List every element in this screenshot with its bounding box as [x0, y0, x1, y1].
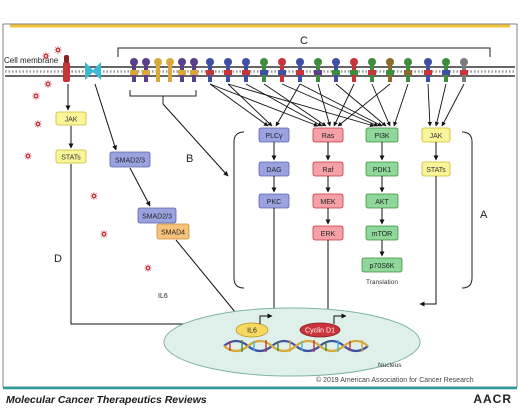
- receptor-purple-1: [130, 58, 138, 82]
- smad23-bottom-node: [137, 207, 177, 224]
- receptor-blue-5: [332, 58, 340, 82]
- stats-right-label: STATs: [426, 167, 446, 174]
- raf-label: Raf: [323, 167, 334, 174]
- dag-label: DAG: [266, 167, 281, 174]
- membrane-label: Cell membrane: [4, 56, 59, 65]
- receptor-green-1: [260, 58, 268, 82]
- smad23-top-label: SMAD2/3: [115, 158, 145, 165]
- receptor-green-2: [314, 58, 322, 82]
- receptor-purple-4: [190, 58, 198, 82]
- smad4-node: [156, 223, 190, 240]
- arrow-b: [162, 103, 229, 177]
- il6-receptor: [63, 55, 70, 82]
- smad23-bottom-label: SMAD2/3: [142, 214, 172, 221]
- region-c-label: C: [300, 35, 308, 47]
- receptor-to-effector-arrows: [209, 83, 465, 128]
- ras-label: Ras: [322, 133, 335, 140]
- translation-label: Translation: [366, 279, 398, 286]
- akt-label: AKT: [375, 199, 389, 206]
- dna-helix: [223, 339, 369, 353]
- aacr-logo: AACR: [473, 392, 512, 406]
- region-a-label: A: [480, 209, 488, 221]
- region-d-label: D: [54, 253, 62, 265]
- receptor-blue-2: [224, 58, 232, 82]
- figure-footer: Molecular Cancer Therapeutics Reviews AA…: [0, 391, 520, 411]
- p70s6k-node: [361, 257, 403, 273]
- mtor-label: mTOR: [372, 231, 392, 238]
- tgfb-receptor: [85, 62, 101, 80]
- receptor-grey-1: [460, 58, 468, 82]
- il6-gene: [235, 322, 269, 338]
- region-b-label: B: [186, 153, 193, 165]
- pkc-label: PKC: [267, 199, 281, 206]
- p70s6k-label: p70S6K: [370, 263, 395, 270]
- mek-label: MEK: [320, 199, 336, 206]
- region-a-left-bracket: [233, 131, 245, 289]
- receptor-green-3: [368, 58, 376, 82]
- stats-left-label: STATs: [61, 155, 81, 162]
- region-a-right-bracket: [461, 131, 473, 289]
- jak-right-label: JAK: [430, 133, 443, 140]
- receptor-blue-3: [242, 58, 250, 82]
- receptor-green-4: [404, 58, 412, 82]
- smad23-top-node: [109, 151, 151, 168]
- receptor-blue-1: [206, 58, 214, 82]
- receptor-blue-4: [296, 58, 304, 82]
- erk-label: ERK: [321, 231, 336, 238]
- arrow-d: [70, 164, 223, 327]
- nucleus-label: Nucleus: [378, 362, 402, 369]
- region-c-brace: [117, 47, 491, 57]
- receptor-red-1: [278, 58, 286, 82]
- jak-left-node: [55, 111, 87, 126]
- jak-left-label: JAK: [65, 117, 78, 124]
- receptor-blue-6: [424, 58, 432, 82]
- copyright-notice: © 2019 American Association for Cancer R…: [316, 377, 474, 384]
- smad4-label: SMAD4: [161, 230, 185, 237]
- receptor-red-2: [350, 58, 358, 82]
- il6-free-label: IL6: [158, 293, 168, 300]
- receptor-purple-3: [178, 58, 186, 82]
- receptor-green-5: [442, 58, 450, 82]
- receptor-brown-1: [386, 58, 394, 82]
- receptor-gold-2: [166, 58, 174, 82]
- cyclin-d1-gene: [299, 322, 341, 338]
- stats-left-node: [55, 149, 87, 164]
- pdk1-label: PDK1: [373, 167, 391, 174]
- receptor-gold-1: [154, 58, 162, 82]
- il6-gene-label: IL6: [247, 328, 257, 335]
- receptor-tyrosine-kinases: [130, 58, 468, 82]
- receptor-purple-2: [142, 58, 150, 82]
- plcy-label: PLCγ: [265, 133, 283, 140]
- cyclin-d1-label: Cyclin D1: [305, 328, 335, 335]
- pi3k-label: PI3K: [374, 133, 390, 140]
- journal-title: Molecular Cancer Therapeutics Reviews: [6, 394, 207, 406]
